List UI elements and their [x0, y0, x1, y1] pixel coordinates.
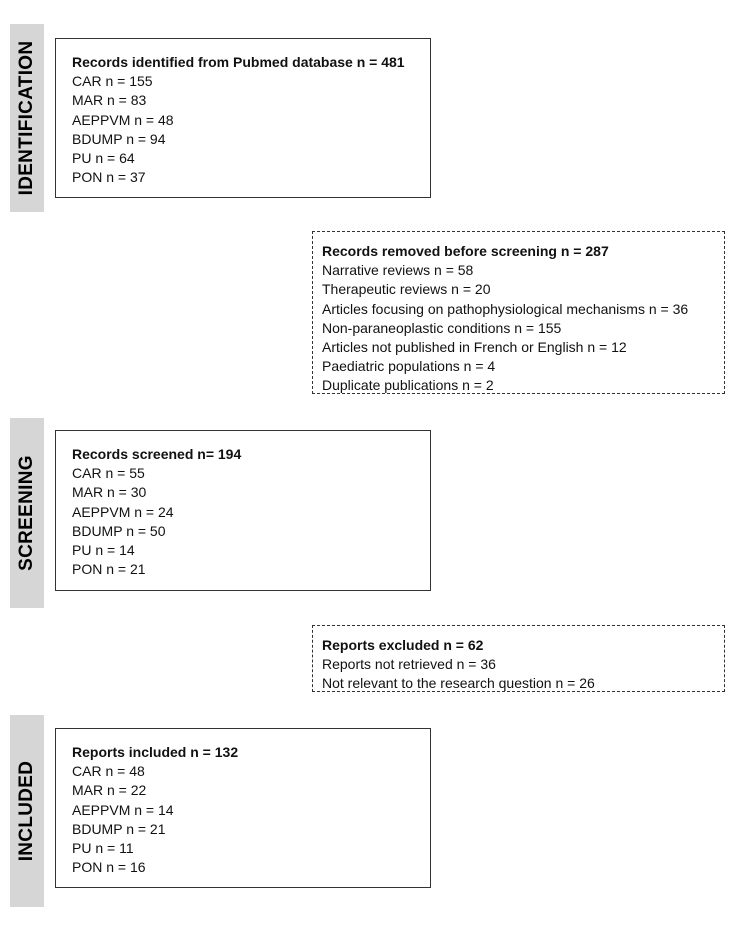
screened-title: Records screened n= 194 [72, 446, 242, 462]
stage-bar-identification: IDENTIFICATION [10, 24, 44, 212]
screened-box: Records screened n= 194 CAR n = 55 MAR n … [55, 430, 431, 591]
stage-label-screening: SCREENING [16, 455, 37, 571]
excluded-item: Not relevant to the research question n … [322, 675, 595, 692]
screened-item: AEPPVM n = 24 [72, 503, 174, 520]
screened-item: PU n = 14 [72, 542, 135, 559]
excluded-box: Reports excluded n = 62 Reports not retr… [312, 625, 725, 692]
screened-list: CAR n = 55 MAR n = 30 AEPPVM n = 24 BDUMP n… [72, 464, 416, 579]
identified-title: Records identified from Pubmed database … [72, 54, 405, 70]
removed-item: Duplicate publications n = 2 [322, 377, 494, 394]
removed-box: Records removed before screening n = 287… [312, 231, 725, 394]
stage-bar-included: INCLUDED [10, 715, 44, 907]
included-item: AEPPVM n = 14 [72, 801, 174, 818]
identified-item: BDUMP n = 94 [72, 130, 166, 147]
identified-item: MAR n = 83 [72, 92, 147, 109]
removed-item: Articles not published in French or Engl… [322, 339, 627, 356]
excluded-title: Reports excluded n = 62 [322, 637, 484, 653]
removed-item: Articles focusing on pathophysiological … [322, 300, 689, 317]
identified-item: AEPPVM n = 48 [72, 111, 174, 128]
included-item: CAR n = 48 [72, 763, 145, 780]
excluded-list: Reports not retrieved n = 36 Not relevant… [322, 655, 714, 693]
screened-item: PON n = 21 [72, 561, 146, 578]
included-item: BDUMP n = 21 [72, 820, 166, 837]
screened-item: MAR n = 30 [72, 484, 147, 501]
removed-title: Records removed before screening n = 287 [322, 243, 609, 259]
included-item: PU n = 11 [72, 840, 134, 857]
excluded-item: Reports not retrieved n = 36 [322, 656, 496, 673]
identified-box: Records identified from Pubmed database … [55, 38, 431, 198]
stage-bar-screening: SCREENING [10, 418, 44, 608]
screened-item: CAR n = 55 [72, 465, 145, 482]
identified-item: CAR n = 155 [72, 73, 153, 90]
removed-item: Narrative reviews n = 58 [322, 262, 474, 279]
screened-item: BDUMP n = 50 [72, 522, 166, 539]
included-title: Reports included n = 132 [72, 744, 239, 760]
removed-item: Paediatric populations n = 4 [322, 358, 496, 375]
included-item: PON n = 16 [72, 859, 146, 876]
included-box: Reports included n = 132 CAR n = 48 MAR n… [55, 728, 431, 888]
stage-label-identification: IDENTIFICATION [16, 40, 37, 196]
removed-item: Therapeutic reviews n = 20 [322, 281, 491, 298]
identified-item: PON n = 37 [72, 169, 146, 186]
included-list: CAR n = 48 MAR n = 22 AEPPVM n = 14 BDUMP n… [72, 762, 416, 877]
included-item: MAR n = 22 [72, 782, 147, 799]
removed-item: Non-paraneoplastic conditions n = 155 [322, 319, 562, 336]
identified-item: PU n = 64 [72, 150, 135, 167]
stage-label-included: INCLUDED [16, 760, 37, 862]
removed-list: Narrative reviews n = 58 Therapeutic revi… [322, 261, 714, 395]
